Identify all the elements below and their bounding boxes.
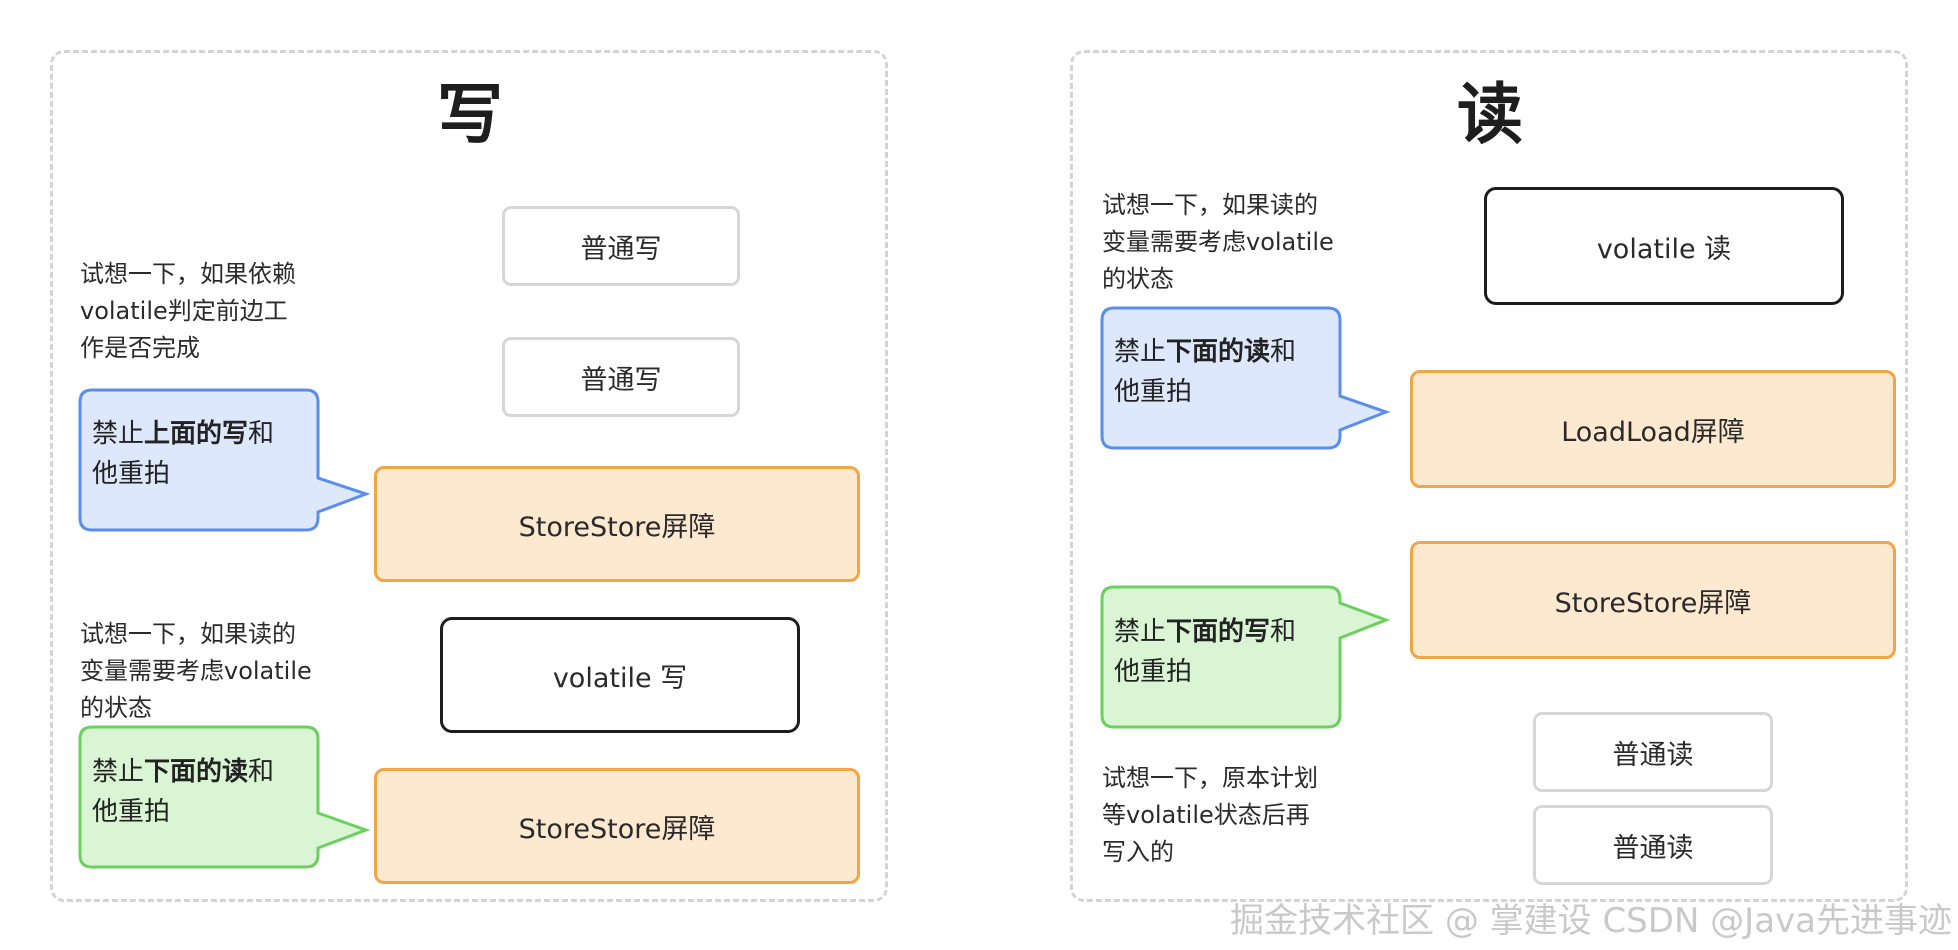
callout-suffix: 和 xyxy=(1270,617,1297,647)
note-line: 写入的 xyxy=(1102,838,1174,866)
note-line: 试想一下，原本计划 xyxy=(1102,764,1318,792)
callout-prefix: 禁止 xyxy=(1114,617,1167,647)
read-storestore-barrier: StoreStore屏障 xyxy=(1410,541,1896,659)
read-callout-2-bubble xyxy=(1100,585,1391,729)
note-line: 试想一下，如果读的 xyxy=(80,620,296,648)
callout-line2: 他重拍 xyxy=(1114,377,1193,407)
read-normal-box-1: 普通读 xyxy=(1533,712,1773,792)
callout-line2: 他重拍 xyxy=(92,797,171,827)
callout-prefix: 禁止 xyxy=(92,757,145,787)
write-normal-box-2: 普通写 xyxy=(502,337,740,417)
callout-prefix: 禁止 xyxy=(1114,337,1167,367)
callout-prefix: 禁止 xyxy=(92,419,145,449)
read-normal-box-2: 普通读 xyxy=(1533,805,1773,885)
write-volatile-box: volatile 写 xyxy=(440,617,800,733)
note-line: 等volatile状态后再 xyxy=(1102,801,1310,829)
read-callout-1-bubble xyxy=(1100,306,1391,450)
note-line: 变量需要考虑volatile xyxy=(80,657,312,685)
note-line: 作是否完成 xyxy=(80,334,200,362)
callout-emphasis: 下面的读 xyxy=(1166,337,1271,367)
read-volatile-box: volatile 读 xyxy=(1484,187,1844,305)
read-note-2: 试想一下，原本计划 等volatile状态后再 写入的 xyxy=(1102,760,1318,871)
callout-emphasis: 上面的写 xyxy=(144,419,249,449)
note-line: 的状态 xyxy=(1102,265,1174,293)
callout-emphasis: 下面的读 xyxy=(144,757,249,787)
write-note-2: 试想一下，如果读的 变量需要考虑volatile 的状态 xyxy=(80,616,312,727)
watermark: 掘金技术社区 @ 掌建设 CSDN @Java先进事迹 xyxy=(1230,901,1952,941)
read-loadload-barrier: LoadLoad屏障 xyxy=(1410,370,1896,488)
note-line: 变量需要考虑volatile xyxy=(1102,228,1334,256)
read-title: 读 xyxy=(1457,76,1523,153)
write-title: 写 xyxy=(437,76,503,153)
read-callout-2-text: 禁止下面的写和 他重拍 xyxy=(1114,612,1296,692)
write-normal-box-1: 普通写 xyxy=(502,206,740,286)
write-storestore-barrier-2: StoreStore屏障 xyxy=(374,768,860,884)
note-line: volatile判定前边工 xyxy=(80,297,288,325)
write-callout-2-text: 禁止下面的读和 他重拍 xyxy=(92,752,274,832)
read-callout-1-text: 禁止下面的读和 他重拍 xyxy=(1114,332,1296,412)
note-line: 试想一下，如果读的 xyxy=(1102,191,1318,219)
callout-suffix: 和 xyxy=(248,757,275,787)
write-callout-1-text: 禁止上面的写和 他重拍 xyxy=(92,414,274,494)
write-callout-1-bubble xyxy=(78,388,371,532)
callout-line2: 他重拍 xyxy=(1114,657,1193,687)
callout-emphasis: 下面的写 xyxy=(1166,617,1271,647)
note-line: 的状态 xyxy=(80,694,152,722)
write-note-1: 试想一下，如果依赖 volatile判定前边工 作是否完成 xyxy=(80,256,296,367)
write-storestore-barrier-1: StoreStore屏障 xyxy=(374,466,860,582)
note-line: 试想一下，如果依赖 xyxy=(80,260,296,288)
read-note-1: 试想一下，如果读的 变量需要考虑volatile 的状态 xyxy=(1102,187,1334,298)
callout-suffix: 和 xyxy=(1270,337,1297,367)
write-callout-2-bubble xyxy=(78,725,371,869)
callout-suffix: 和 xyxy=(248,419,275,449)
callout-line2: 他重拍 xyxy=(92,459,171,489)
read-panel xyxy=(1070,50,1908,902)
write-panel xyxy=(50,50,888,902)
